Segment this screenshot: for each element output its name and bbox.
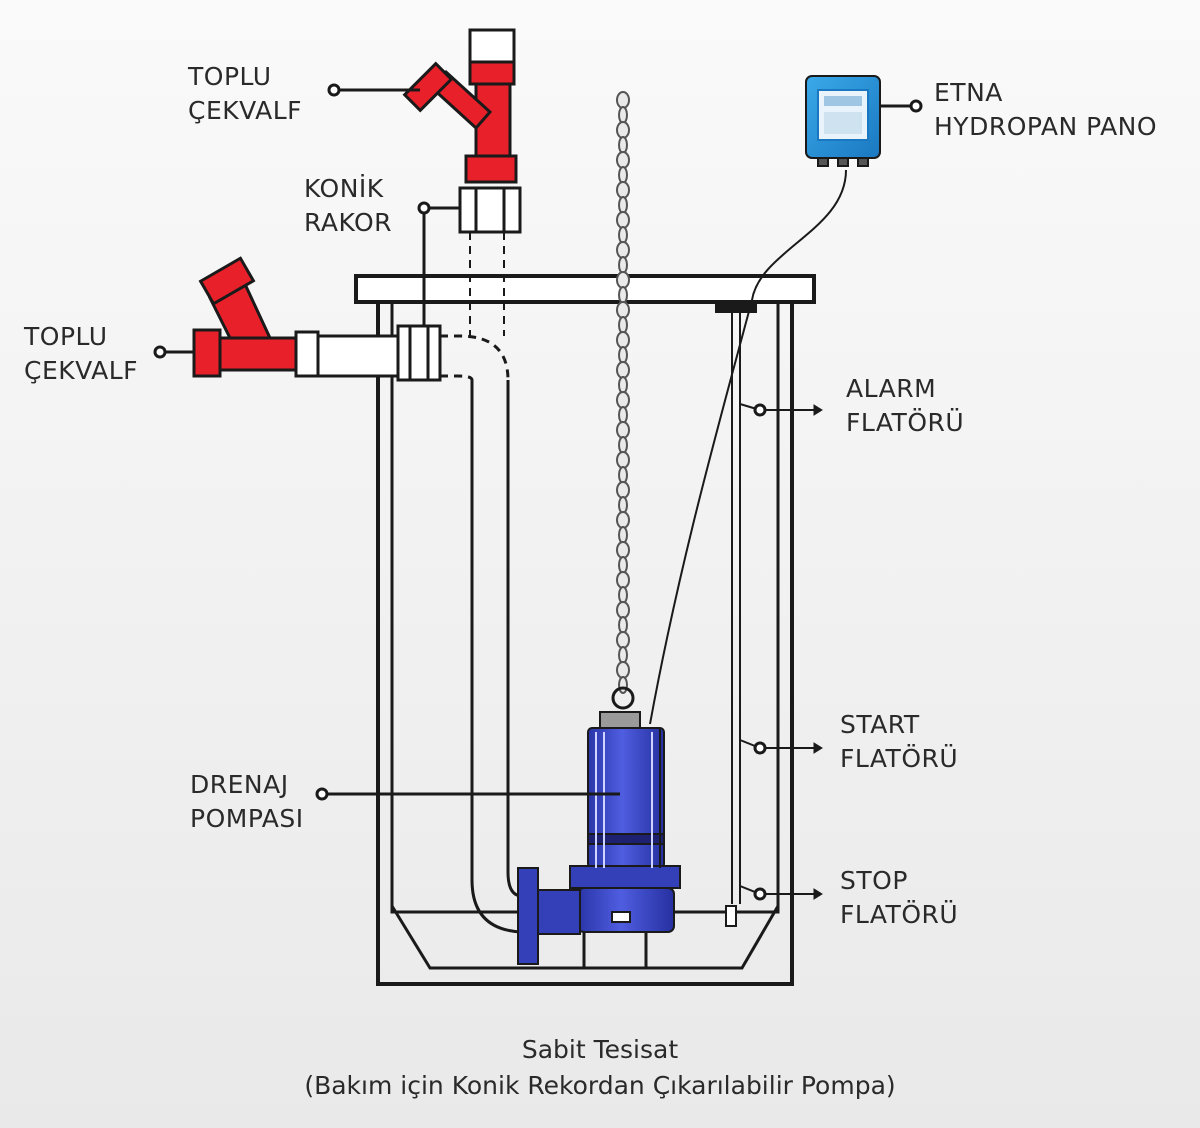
chain-link xyxy=(616,541,630,559)
caption-subtitle: (Bakım için Konik Rekordan Çıkarılabilir… xyxy=(304,1071,896,1100)
label-start-float: START FLATÖRÜ xyxy=(840,708,958,776)
tank-floor-bevel xyxy=(390,905,780,970)
top-check-valve xyxy=(402,28,522,234)
chain-link xyxy=(616,331,630,349)
label-drain-pump: DRENAJ POMPASI xyxy=(190,768,304,836)
label-control-panel-line1: ETNA xyxy=(934,78,1003,107)
chain-link xyxy=(616,601,630,619)
panel-cable xyxy=(649,169,847,725)
chain-link xyxy=(618,406,628,424)
chain-link xyxy=(616,241,630,259)
chain-link xyxy=(616,481,630,499)
side-check-valve xyxy=(192,256,320,378)
chain-link xyxy=(618,616,628,634)
konik-rakor-coupling-side xyxy=(396,324,442,382)
label-drain-pump-line1: DRENAJ xyxy=(190,770,289,799)
chain-link xyxy=(618,646,628,664)
chain-link xyxy=(616,121,630,139)
label-stop-float-line2: FLATÖRÜ xyxy=(840,900,959,929)
chain-link xyxy=(616,301,630,319)
drainage-pump xyxy=(517,686,681,968)
chain-link xyxy=(618,586,628,604)
tank xyxy=(354,274,816,986)
label-alarm-float-line1: ALARM xyxy=(846,374,937,403)
chain-link xyxy=(616,391,630,409)
leader-lines xyxy=(153,83,923,901)
chain-link xyxy=(618,556,628,574)
chain-link xyxy=(618,286,628,304)
chain-link xyxy=(616,631,630,649)
chain-link xyxy=(618,346,628,364)
chain-link xyxy=(616,661,630,679)
label-top-check-valve-line1: TOPLU xyxy=(188,62,272,91)
label-drain-pump-line2: POMPASI xyxy=(190,804,304,833)
chain-link xyxy=(618,676,628,694)
label-side-check-valve-line2: ÇEKVALF xyxy=(24,356,139,385)
konik-rakor-coupling-top xyxy=(458,186,522,234)
chain-link xyxy=(618,256,628,274)
chain-link xyxy=(616,181,630,199)
chain-link xyxy=(618,526,628,544)
label-alarm-float-line2: FLATÖRÜ xyxy=(846,408,965,437)
chain-link xyxy=(618,106,628,124)
label-alarm-float: ALARM FLATÖRÜ xyxy=(846,372,964,440)
chain-link xyxy=(618,436,628,454)
caption-title: Sabit Tesisat xyxy=(521,1035,679,1064)
label-control-panel-line2: HYDROPAN PANO xyxy=(934,112,1158,141)
chain-link xyxy=(616,91,630,109)
label-konik-rakor-line1: KONİK xyxy=(304,174,384,203)
diagram-caption: Sabit Tesisat (Bakım için Konik Rekordan… xyxy=(0,1032,1200,1104)
float-rod xyxy=(715,301,761,927)
control-panel-box xyxy=(805,75,881,167)
chain-link xyxy=(616,271,630,289)
chain-link xyxy=(618,136,628,154)
label-top-check-valve-line2: ÇEKVALF xyxy=(188,96,303,125)
label-start-float-line2: FLATÖRÜ xyxy=(840,744,959,773)
label-konik-rakor: KONİK RAKOR xyxy=(304,172,392,240)
label-stop-float: STOP FLATÖRÜ xyxy=(840,864,958,932)
chain-link xyxy=(616,421,630,439)
chain-link xyxy=(616,361,630,379)
label-side-check-valve-line1: TOPLU xyxy=(24,322,108,351)
chain-link xyxy=(618,316,628,334)
horizontal-pipe xyxy=(314,324,442,382)
label-start-float-line1: START xyxy=(840,710,920,739)
chain-link xyxy=(616,451,630,469)
chain-link xyxy=(618,496,628,514)
label-stop-float-line1: STOP xyxy=(840,866,908,895)
label-side-check-valve: TOPLU ÇEKVALF xyxy=(24,320,138,388)
chain-link xyxy=(618,466,628,484)
lifting-chain xyxy=(616,91,630,694)
chain-link xyxy=(616,511,630,529)
chain-link xyxy=(616,151,630,169)
tank-inner-wall xyxy=(390,300,780,914)
chain-link xyxy=(618,196,628,214)
chain-link xyxy=(618,166,628,184)
label-top-check-valve: TOPLU ÇEKVALF xyxy=(188,60,302,128)
chain-link xyxy=(616,571,630,589)
chain-link xyxy=(618,226,628,244)
discharge-pipe xyxy=(440,232,523,934)
label-control-panel: ETNA HYDROPAN PANO xyxy=(934,76,1157,144)
chain-link xyxy=(616,211,630,229)
label-konik-rakor-line2: RAKOR xyxy=(304,208,393,237)
chain-link xyxy=(618,376,628,394)
